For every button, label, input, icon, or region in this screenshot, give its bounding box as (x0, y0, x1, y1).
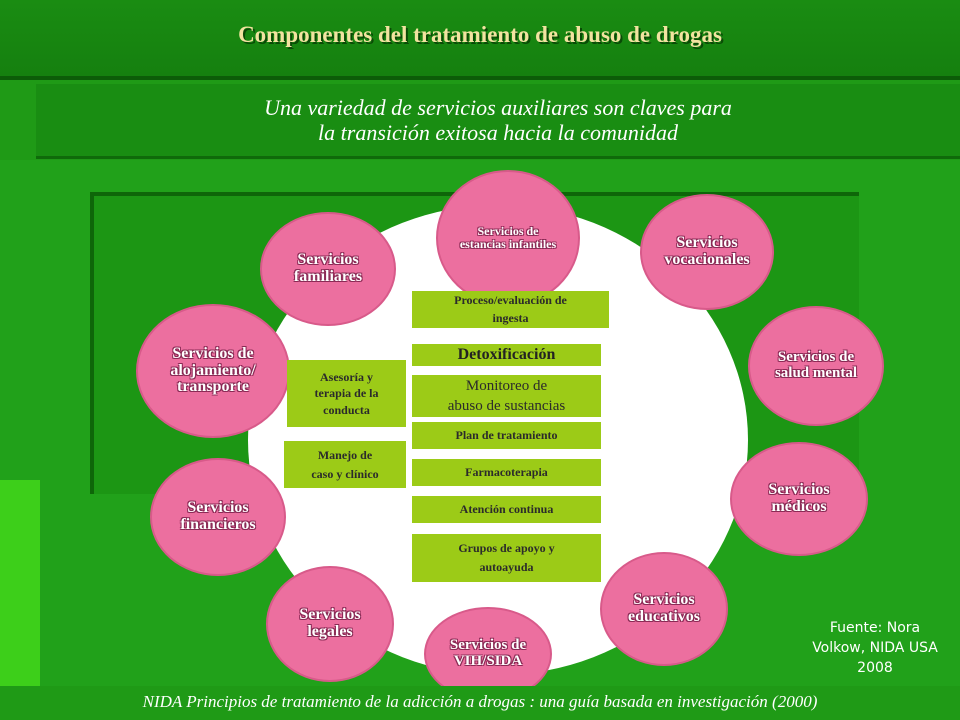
core-intake-box: Proceso/evaluación de ingesta (412, 291, 609, 328)
slide-subtitle: Una variedad de servicios auxiliares son… (264, 95, 732, 145)
core-monitoring-label: Monitoreo de abuso de sustancias (447, 377, 566, 414)
footer-citation: NIDA Principios de tratamiento de la adi… (142, 692, 818, 711)
service-housing: Servicios de alojamiento/ transporte (136, 304, 290, 438)
background-accent-strip (0, 480, 40, 720)
core-monitoring-box: Monitoreo de abuso de sustancias (412, 375, 601, 417)
service-family: Servicios familiares (260, 212, 396, 326)
service-family-label: Servicios familiares (293, 251, 363, 285)
service-financial: Servicios financieros (150, 458, 286, 576)
service-mental-health: Servicios de salud mental (748, 306, 884, 426)
service-childcare: Servicios de estancias infantiles (436, 170, 580, 306)
service-vocational-label: Servicios vocacionales (664, 234, 750, 268)
core-case-mgmt-box: Manejo de caso y clínico (284, 441, 406, 488)
service-hiv-label: Servicios de VIH/SIDA (449, 637, 527, 669)
core-plan-label: Plan de tratamiento (455, 428, 558, 443)
subtitle-bar (36, 84, 960, 159)
core-intake-label: Proceso/evaluación de ingesta (454, 293, 567, 325)
service-financial-label: Servicios financieros (180, 499, 256, 533)
core-detox-box: Detoxificación (412, 344, 601, 366)
title-bar (0, 0, 960, 80)
core-support-label: Grupos de apoyo y autoayuda (458, 541, 555, 574)
service-mental-health-label: Servicios de salud mental (774, 349, 858, 381)
core-continuing-box: Atención continua (412, 496, 601, 523)
core-counseling-label: Asesoría y terapia de la conducta (314, 370, 379, 417)
core-plan-box: Plan de tratamiento (412, 422, 601, 449)
service-educational: Servicios educativos (600, 552, 728, 666)
service-legal: Servicios legales (266, 566, 394, 682)
core-continuing-label: Atención continua (459, 502, 554, 517)
service-legal-label: Servicios legales (299, 606, 361, 640)
source-note: Fuente: Nora Volkow, NIDA USA 2008 (812, 620, 938, 676)
service-childcare-label: Servicios de estancias infantiles (459, 224, 557, 251)
core-pharmaco-box: Farmacoterapia (412, 459, 601, 486)
core-case-mgmt-label: Manejo de caso y clínico (311, 447, 379, 481)
service-vocational: Servicios vocacionales (640, 194, 774, 310)
footer-bar (0, 686, 960, 720)
core-pharmaco-label: Farmacoterapia (465, 465, 548, 480)
slide-title: Componentes del tratamiento de abuso de … (238, 22, 722, 47)
service-housing-label: Servicios de alojamiento/ transporte (170, 344, 256, 396)
service-educational-label: Servicios educativos (628, 591, 700, 625)
service-medical: Servicios médicos (730, 442, 868, 556)
core-detox-label: Detoxificación (457, 346, 556, 364)
service-medical-label: Servicios médicos (768, 481, 830, 515)
core-support-box: Grupos de apoyo y autoayuda (412, 534, 601, 582)
core-counseling-box: Asesoría y terapia de la conducta (287, 360, 406, 427)
